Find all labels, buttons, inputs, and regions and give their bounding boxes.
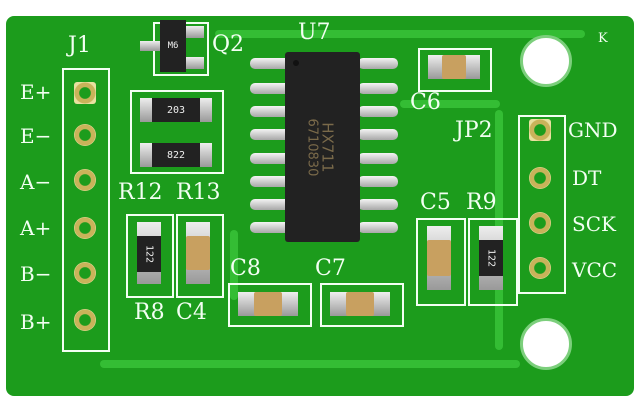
pin-label: DT [572, 166, 602, 190]
c5-outline [416, 218, 466, 306]
chip-lead [250, 222, 290, 233]
trace [230, 230, 238, 300]
chip-lead [358, 83, 398, 94]
chip-lead [358, 176, 398, 187]
jp2-pin [529, 119, 551, 141]
c6-outline [418, 48, 492, 92]
jp2-pin [529, 257, 551, 279]
c7-label: C7 [315, 256, 346, 281]
chip-lead [358, 199, 398, 210]
resistor-r9: 122 [479, 240, 503, 276]
chip-lead [358, 106, 398, 117]
resistor-r13: 822 [152, 143, 200, 167]
pin-label: GND [568, 118, 618, 142]
c7-outline [320, 283, 404, 327]
chip-code: 6710830 [304, 118, 320, 177]
c6-label: C6 [410, 90, 441, 115]
c5-label: C5 [420, 190, 451, 215]
mounting-hole [520, 318, 572, 370]
pin-label: SCK [572, 212, 616, 236]
chip-lead [250, 153, 290, 164]
r9-outline [468, 218, 518, 306]
q2-lead [186, 26, 204, 38]
chip-lead [250, 58, 290, 69]
c8-label: C8 [230, 256, 261, 281]
chip-lead [250, 106, 290, 117]
chip-lead [358, 129, 398, 140]
r8-label: R8 [134, 300, 165, 325]
capacitor-c6 [442, 55, 466, 79]
c4-label: C4 [176, 300, 207, 325]
pin-label: B− [20, 262, 52, 286]
r12-label: R12 [118, 180, 163, 205]
resistor-r8: 122 [137, 236, 161, 272]
chip-lead [358, 58, 398, 69]
j1-outline [62, 68, 110, 352]
resistor-r12: 203 [152, 98, 200, 122]
capacitor-c4 [186, 236, 210, 270]
mounting-hole [520, 35, 572, 87]
trace [215, 30, 585, 38]
j1-pin [74, 217, 96, 239]
transistor-q2: M6 [160, 20, 186, 72]
j1-pin [74, 169, 96, 191]
c4-outline [176, 214, 224, 298]
chip-lead [250, 199, 290, 210]
j1-pin [74, 124, 96, 146]
pin-label: A− [20, 170, 52, 194]
j1-pin [74, 262, 96, 284]
chip-lead [250, 176, 290, 187]
pin-label: E− [20, 124, 52, 148]
k-label: K [598, 31, 608, 46]
chip-lead [358, 222, 398, 233]
r13-label: R13 [176, 180, 221, 205]
pin-label: VCC [572, 258, 618, 282]
chip-lead [250, 129, 290, 140]
r9-label: R9 [466, 190, 497, 215]
hx711-chip: HX711 6710830 [285, 52, 360, 242]
capacitor-c8 [254, 292, 282, 316]
q2-label: Q2 [212, 32, 245, 57]
r12-r13-outline [130, 90, 224, 174]
q2-lead [140, 41, 160, 51]
j1-label: J1 [68, 33, 91, 58]
capacitor-c5 [427, 240, 451, 276]
pin-label: A+ [20, 216, 52, 240]
c8-outline [228, 283, 312, 327]
jp2-label: JP2 [455, 118, 493, 143]
j1-pin [74, 82, 96, 104]
q2-lead [186, 57, 204, 69]
jp2-pin [529, 212, 551, 234]
r8-outline [126, 214, 174, 298]
pin-label: B+ [20, 310, 52, 334]
jp2-pin [529, 167, 551, 189]
pin-label: E+ [20, 80, 52, 104]
trace [100, 360, 520, 368]
j1-pin [74, 309, 96, 331]
chip-name: HX711 [318, 122, 337, 173]
chip-lead [358, 153, 398, 164]
jp2-outline [518, 115, 566, 294]
u7-label: U7 [298, 20, 331, 45]
trace [400, 100, 500, 108]
capacitor-c7 [346, 292, 374, 316]
chip-lead [250, 83, 290, 94]
